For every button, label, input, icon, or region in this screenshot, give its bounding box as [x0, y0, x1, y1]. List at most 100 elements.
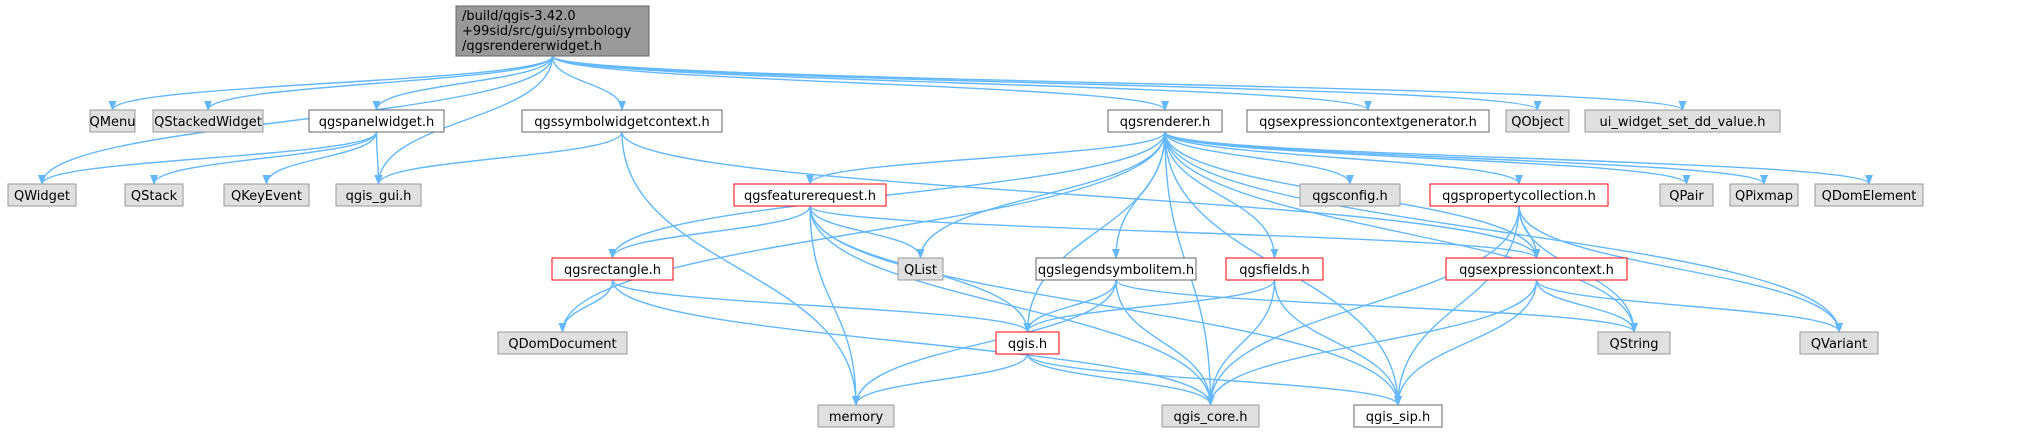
- node-qpixmap[interactable]: QPixmap: [1729, 183, 1799, 207]
- node-root-qgsrendererwidget[interactable]: /build/qgis-3.42.0 +99sid/src/gui/symbol…: [455, 5, 650, 57]
- edge-root-to-qgsexpressioncontextgenerator: [551, 55, 1372, 111]
- node-qgis-core[interactable]: qgis_core.h: [1161, 404, 1260, 428]
- node-label: qgis.h: [1008, 337, 1047, 352]
- node-label: qgsexpressioncontextgenerator.h: [1259, 115, 1477, 130]
- node-label: QMenu: [90, 115, 136, 130]
- node-qobject[interactable]: QObject: [1505, 109, 1570, 133]
- node-label: qgsexpressioncontext.h: [1459, 263, 1614, 278]
- node-qgspanelwidget[interactable]: qgspanelwidget.h: [308, 109, 445, 133]
- node-label: qgspropertycollection.h: [1442, 189, 1596, 204]
- node-label: qgis_gui.h: [346, 189, 412, 204]
- edge-qgsfeaturerequest-to-qgsrectangle: [608, 205, 811, 259]
- edge-qgspanelwidget-to-qgis_gui: [374, 131, 383, 185]
- edge-root-to-qmenu: [108, 55, 554, 111]
- node-memory[interactable]: memory: [817, 404, 895, 428]
- edge-qgsexpressioncontext-to-qgis_sip: [1394, 279, 1538, 406]
- edge-qgsrenderer-to-qdomelement: [1164, 131, 1873, 185]
- node-qdomelement[interactable]: QDomElement: [1814, 183, 1924, 207]
- node-qgis[interactable]: qgis.h: [995, 331, 1060, 355]
- node-qgsrectangle[interactable]: qgsrectangle.h: [551, 257, 674, 281]
- node-qdomdocument[interactable]: QDomDocument: [497, 331, 628, 355]
- edge-qgsrenderer-to-qgslegendsymbolitem: [1112, 131, 1166, 259]
- edge-qgsrenderer-to-qvariant: [1164, 131, 1843, 333]
- edge-qgspanelwidget-to-qstack: [150, 131, 378, 185]
- node-label: QStackedWidget: [154, 115, 262, 130]
- node-qgsrenderer[interactable]: qgsrenderer.h: [1107, 109, 1223, 133]
- node-label: QPixmap: [1735, 189, 1793, 204]
- node-label: qgsconfig.h: [1312, 189, 1387, 204]
- edge-qgsrectangle-to-qdomdocument: [558, 279, 614, 333]
- edge-qgis-to-memory: [852, 353, 1029, 406]
- node-qkeyevent[interactable]: QKeyEvent: [223, 183, 310, 207]
- node-qgsexpressioncontext[interactable]: qgsexpressioncontext.h: [1445, 257, 1628, 281]
- node-label: QDomDocument: [508, 337, 616, 352]
- edge-root-to-qwidget: [38, 55, 554, 185]
- edge-qgslegendsymbolitem-to-memory: [852, 279, 1117, 406]
- edge-qgslegendsymbolitem-to-qgis: [1023, 279, 1117, 333]
- edge-qgsrenderer-to-qlist: [916, 131, 1166, 259]
- node-qstring[interactable]: QString: [1597, 331, 1671, 355]
- edge-qgsfeaturerequest-to-memory: [809, 205, 860, 406]
- node-label: qgslegendsymbolitem.h: [1038, 263, 1194, 278]
- node-qgis-sip[interactable]: qgis_sip.h: [1353, 404, 1443, 428]
- node-qgsfields[interactable]: qgsfields.h: [1225, 257, 1324, 281]
- edge-qgspropertycollection-to-qvariant: [1518, 205, 1843, 333]
- node-label: qgspanelwidget.h: [319, 115, 435, 130]
- edge-qgslegendsymbolitem-to-qgis_core: [1115, 279, 1215, 406]
- edge-qgsrenderer-to-qgsfeaturerequest: [806, 131, 1166, 185]
- node-qgssymbolwidgetcontext[interactable]: qgssymbolwidgetcontext.h: [521, 109, 723, 133]
- node-label: QKeyEvent: [231, 189, 302, 204]
- node-qgis-gui[interactable]: qgis_gui.h: [335, 183, 422, 207]
- edge-root-to-ui_widget_set_dd_value: [551, 55, 1687, 111]
- edge-root-to-qgis_gui: [374, 55, 554, 185]
- node-label: QVariant: [1811, 337, 1867, 352]
- node-qwidget[interactable]: QWidget: [7, 183, 77, 207]
- edge-root-to-qgspanelwidget: [372, 55, 554, 111]
- edge-qgsrenderer-to-qpixmap: [1164, 131, 1768, 185]
- edge-qgsfields-to-qgis_core: [1206, 279, 1276, 406]
- edge-qgsrenderer-to-qgsrectangle: [608, 131, 1166, 259]
- edge-qgssymbolwidgetcontext-to-qgsexpressioncontext: [621, 131, 1541, 259]
- edge-qgspropertycollection-to-qgis_sip: [1394, 205, 1520, 406]
- node-label: qgsfeaturerequest.h: [744, 189, 876, 204]
- node-label: qgssymbolwidgetcontext.h: [534, 115, 709, 130]
- node-qvariant[interactable]: QVariant: [1799, 331, 1879, 355]
- edge-qgsrenderer-to-qpair: [1164, 131, 1691, 185]
- node-label: QObject: [1511, 115, 1564, 130]
- node-qpair[interactable]: QPair: [1659, 183, 1714, 207]
- edge-qgsfeaturerequest-to-qgis_core: [809, 205, 1215, 406]
- node-qgsexpressioncontextgenerator[interactable]: qgsexpressioncontextgenerator.h: [1246, 109, 1490, 133]
- root-line-2: +99sid/src/gui/symbology: [462, 24, 631, 39]
- edge-qgis-to-qgis_core: [1026, 353, 1215, 406]
- node-qgsconfig[interactable]: qgsconfig.h: [1299, 183, 1401, 207]
- edge-qgis-to-qgis_sip: [1026, 353, 1402, 406]
- edge-qgssymbolwidgetcontext-to-memory: [621, 131, 860, 406]
- edge-qgsrenderer-to-qgspropertycollection: [1164, 131, 1523, 185]
- node-label: qgis_core.h: [1174, 410, 1248, 425]
- edge-qgsrenderer-to-qgsfields: [1164, 131, 1279, 259]
- node-label: memory: [829, 410, 884, 425]
- node-label: qgsrenderer.h: [1120, 115, 1210, 130]
- node-qgspropertycollection[interactable]: qgspropertycollection.h: [1429, 183, 1609, 207]
- node-qgslegendsymbolitem[interactable]: qgslegendsymbolitem.h: [1035, 257, 1197, 281]
- node-label: qgis_sip.h: [1366, 410, 1430, 425]
- edge-qgsrectangle-to-qgis: [611, 279, 1032, 333]
- node-qstackedwidget[interactable]: QStackedWidget: [152, 109, 264, 133]
- node-ui-widget-set-dd-value[interactable]: ui_widget_set_dd_value.h: [1584, 109, 1781, 133]
- node-label: QPair: [1669, 189, 1704, 204]
- edge-qgsfeaturerequest-to-qgis_sip: [809, 205, 1402, 406]
- edge-qgsfeaturerequest-to-qlist: [809, 205, 925, 259]
- edge-qgsfeaturerequest-to-qgsexpressioncontext: [809, 205, 1541, 259]
- node-qmenu[interactable]: QMenu: [89, 109, 136, 133]
- node-qgsfeaturerequest[interactable]: qgsfeaturerequest.h: [733, 183, 887, 207]
- node-label: QDomElement: [1822, 189, 1917, 204]
- node-qlist[interactable]: QList: [897, 257, 944, 281]
- root-line-3: /qgsrendererwidget.h: [462, 39, 602, 54]
- edge-qgsexpressioncontext-to-qvariant: [1535, 279, 1843, 333]
- node-qstack[interactable]: QStack: [124, 183, 184, 207]
- edge-root-to-qgssymbolwidgetcontext: [551, 55, 626, 111]
- edge-qgsexpressioncontext-to-qgis_core: [1206, 279, 1538, 406]
- dependency-edges: [38, 55, 1873, 406]
- node-label: qgsfields.h: [1239, 263, 1309, 278]
